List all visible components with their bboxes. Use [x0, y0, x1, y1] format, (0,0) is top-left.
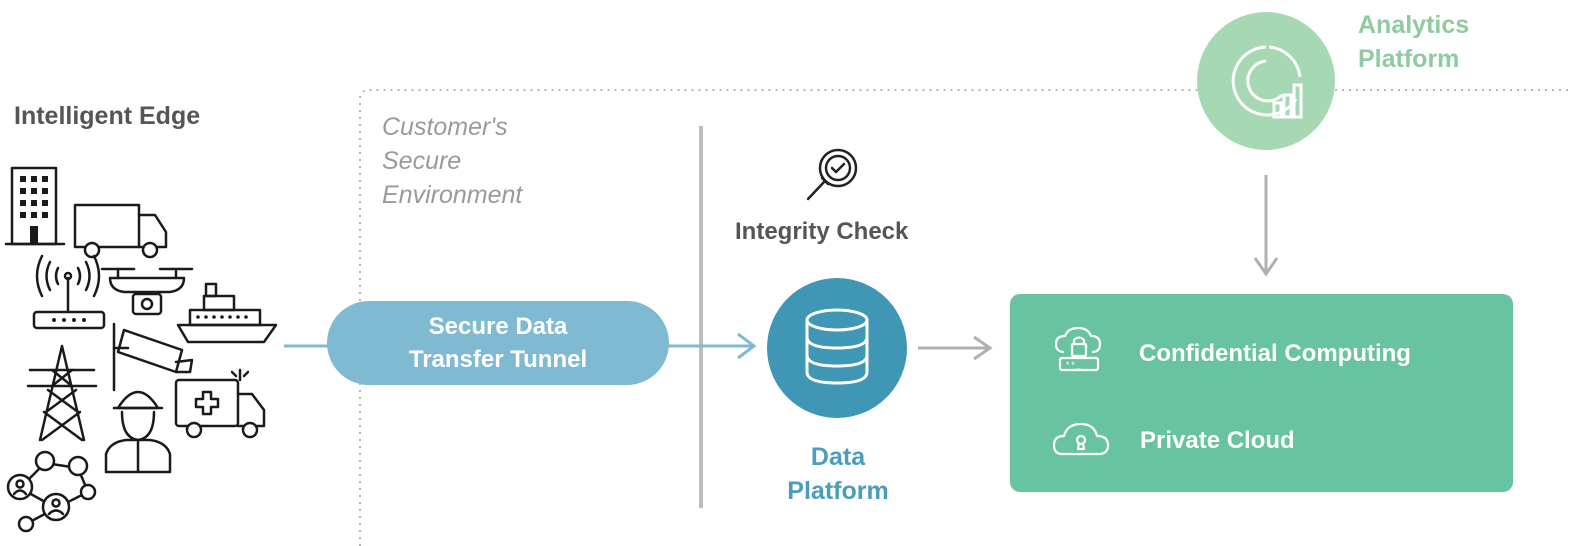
security-camera-icon: [112, 322, 194, 392]
ship-icon: [176, 282, 278, 344]
ambulance-icon: [174, 368, 266, 439]
network-people-icon: [6, 450, 97, 533]
cloud-lock-icon: **_: [1054, 326, 1102, 372]
cloud-keyhole-icon: [1052, 422, 1110, 456]
building-icon: [4, 166, 66, 246]
data-platform-label: Data Platform: [787, 443, 889, 505]
compute-options-box: [1010, 294, 1513, 492]
secure-environment-label: Customer's Secure Environment: [382, 113, 523, 209]
analytics-platform-node: [1197, 12, 1335, 150]
analytics-chart-icon: [1231, 45, 1303, 119]
intelligent-edge-title: Intelligent Edge: [14, 102, 201, 130]
private-cloud-label: Private Cloud: [1140, 427, 1295, 454]
secure-data-transfer-tunnel: Secure Data Transfer Tunnel: [327, 301, 669, 385]
drone-icon: [100, 267, 194, 316]
data-platform-node: [767, 278, 907, 418]
truck-icon: [73, 203, 168, 259]
database-icon: [805, 308, 869, 385]
tunnel-arrow: [668, 332, 757, 360]
compute-arrow: [918, 335, 993, 361]
analytics-arrow: [1253, 175, 1279, 277]
edge-devices-icons: [4, 166, 278, 533]
analytics-platform-label: Analytics Platform: [1358, 11, 1470, 73]
wifi-router-icon: [32, 254, 106, 330]
soldier-icon: [104, 390, 172, 474]
analytics-circle: [1197, 12, 1335, 150]
svg-text:**_: **_: [1065, 361, 1082, 371]
power-tower-icon: [26, 344, 98, 442]
magnifier-check-icon: [806, 148, 858, 201]
secure-environment-boundary: [359, 89, 1572, 546]
integrity-check-label: Integrity Check: [735, 218, 909, 245]
confidential-computing-label: Confidential Computing: [1139, 340, 1411, 367]
